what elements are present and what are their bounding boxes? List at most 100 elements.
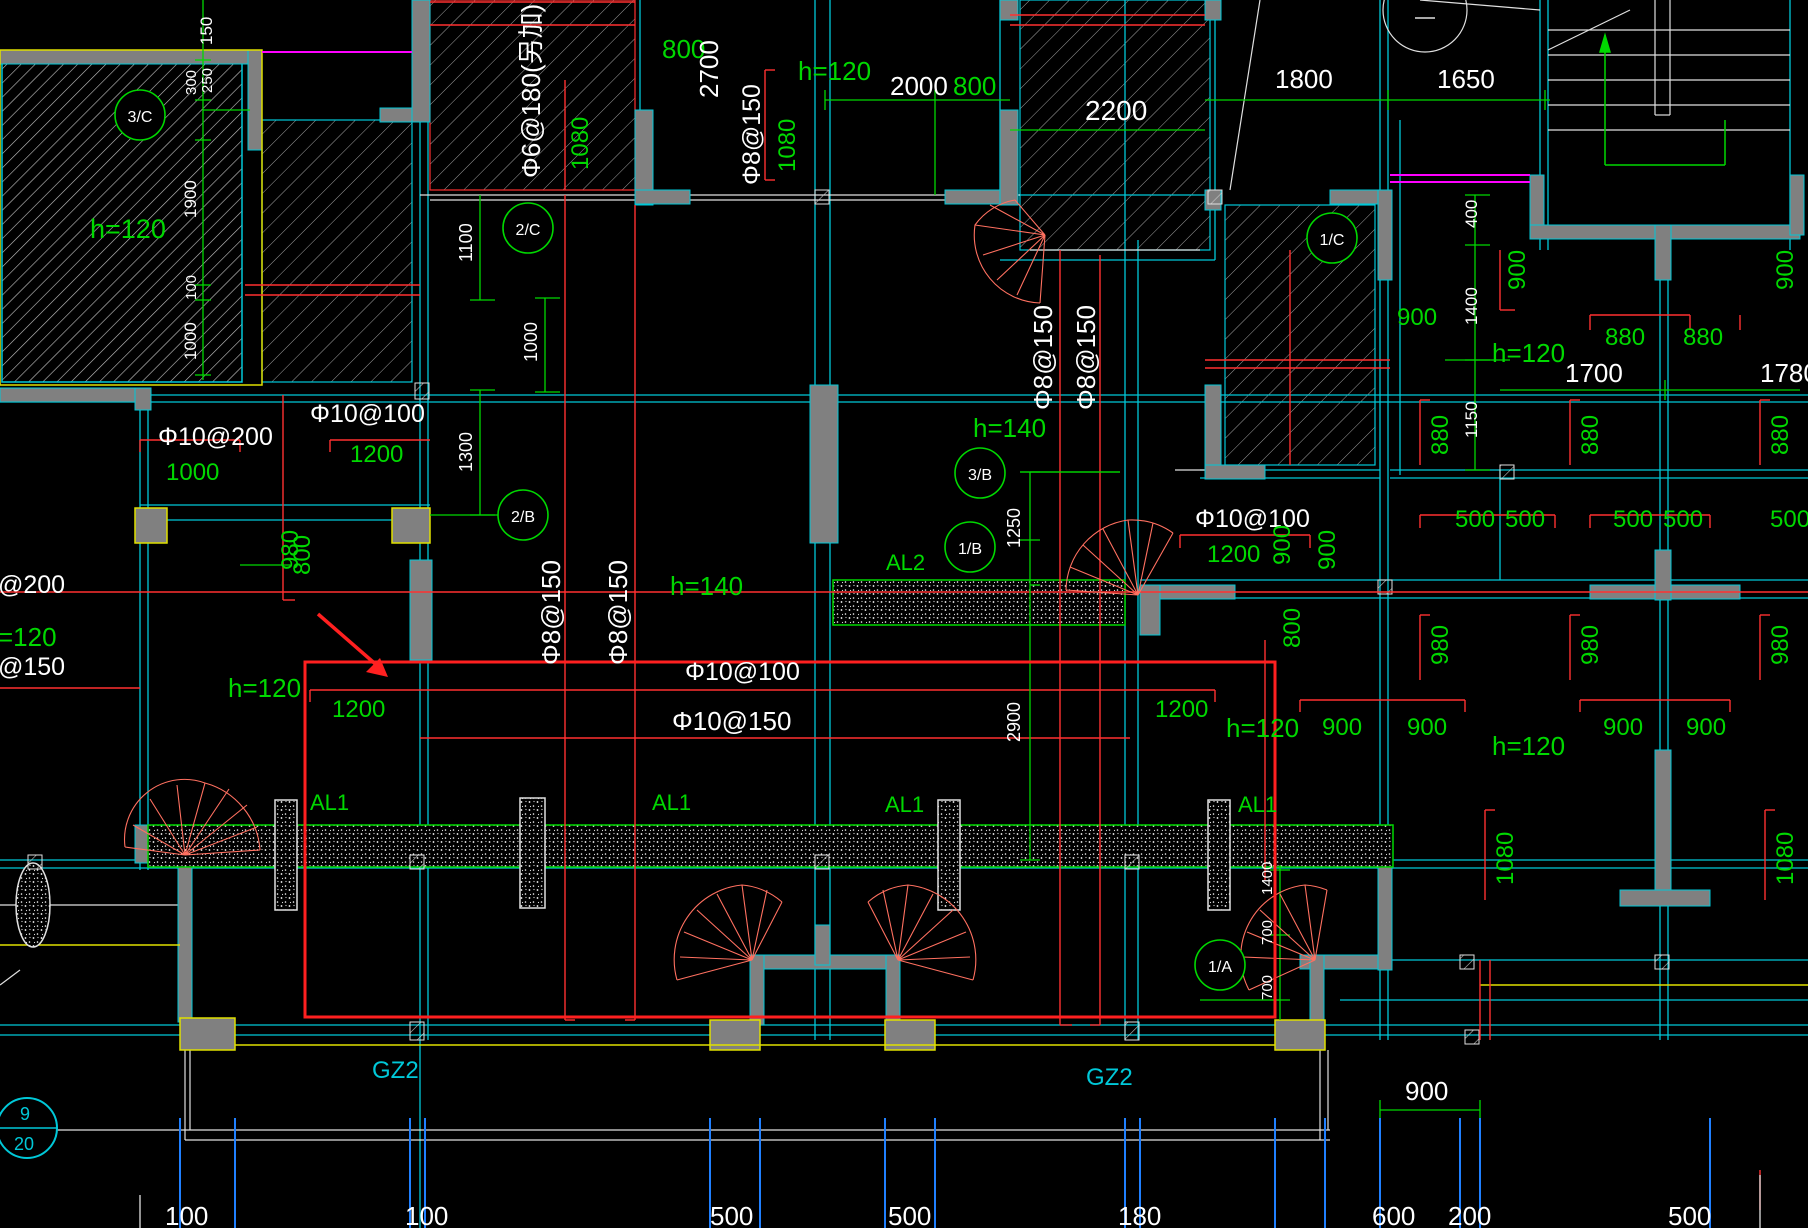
magenta-lines: [262, 51, 1530, 183]
len-900c: 900: [1407, 714, 1447, 741]
rebar-r13: @150: [0, 653, 65, 681]
detail-tag-number: 9: [20, 1104, 30, 1124]
beam-al1-b: AL1: [652, 790, 691, 815]
dim-1900: 1900: [181, 180, 200, 218]
r-980d-v: 980: [277, 530, 304, 570]
r-500b: 500: [1505, 506, 1545, 533]
stair-fans: [123, 199, 1328, 991]
len-900a: 900: [1397, 304, 1437, 331]
dim-400: 400: [1462, 200, 1481, 228]
len-880b: 880: [1683, 324, 1723, 351]
rebar-r2: Φ10@100: [310, 400, 425, 428]
dim-100v: 100: [183, 275, 200, 300]
slab-tag-circles: [114, 89, 1358, 991]
detail-tag-sheet: 20: [14, 1134, 34, 1154]
thickness-left: h=120: [90, 214, 166, 244]
len-1080b: 1080: [567, 117, 594, 170]
thickness-edge: =120: [0, 622, 57, 652]
column-gz2-b: GZ2: [1086, 1064, 1133, 1091]
dim-1300: 1300: [456, 432, 476, 472]
rebar-r8: Φ8@150: [603, 560, 633, 665]
r-500e: 500: [1770, 506, 1808, 533]
r-1080a-v: 1080: [1492, 832, 1519, 885]
yellow-outlines: [0, 49, 1808, 1051]
dim-1400a: 1400: [1462, 287, 1481, 325]
dim-300: 300: [183, 70, 200, 95]
dim-1650: 1650: [1437, 64, 1495, 94]
slab-tag-1c: 1/C: [1320, 232, 1345, 249]
bottom-dim-180: 180: [1118, 1201, 1161, 1228]
rebar-r4: Φ8@150: [738, 84, 766, 185]
bottom-dim-100b: 100: [405, 1201, 448, 1228]
slab-tag-3c: 3/C: [128, 109, 153, 126]
rebar-r3: Φ6@180(另加): [516, 4, 546, 178]
beam-al1-c: AL1: [885, 792, 924, 817]
len-800-green: 800: [289, 535, 316, 575]
dim-1800: 1800: [1275, 64, 1333, 94]
dim-700b: 700: [1259, 975, 1276, 1000]
len-900f-v: 900: [1314, 530, 1341, 570]
thickness-box-left: h=120: [228, 673, 301, 703]
thickness-right2: h=120: [1492, 338, 1565, 368]
r-1080b-v: 1080: [1772, 832, 1799, 885]
dim-2000: 2000: [890, 71, 948, 101]
len-1000a: 1000: [166, 459, 219, 486]
detail-tag-circle: [0, 1097, 58, 1159]
r-500d: 500: [1663, 506, 1703, 533]
bottom-dim-500c: 500: [1668, 1201, 1711, 1228]
slab-tag-2c: 2/C: [516, 222, 541, 239]
dim-2900: 2900: [1004, 702, 1024, 742]
r-880c-v: 880: [1767, 415, 1794, 455]
len-900d: 900: [1603, 714, 1643, 741]
r-980c-v: 980: [1767, 625, 1794, 665]
dim-1000: 1000: [521, 322, 541, 362]
dim-150: 150: [197, 17, 216, 45]
beam-al1-a: AL1: [310, 790, 349, 815]
column-gz2-a: GZ2: [372, 1057, 419, 1084]
r-880b-v: 880: [1577, 415, 1604, 455]
column-marks: [27, 189, 1670, 1045]
r-900a-v: 900: [1504, 250, 1531, 290]
rebar-r6: Φ8@150: [1071, 305, 1101, 410]
len-1700: 1700: [1565, 358, 1623, 388]
dim-2200: 2200: [1085, 95, 1147, 126]
thickness-right3: h=120: [1492, 731, 1565, 761]
thickness-mid: h=140: [670, 571, 743, 601]
dim-1400b: 1400: [1259, 862, 1276, 895]
rebar-r5: Φ8@150: [1028, 305, 1058, 410]
r-980a-v: 980: [1427, 625, 1454, 665]
slab-tag-3b: 3/B: [968, 467, 992, 484]
r-980b-v: 980: [1577, 625, 1604, 665]
rebar-r11: Φ10@150: [672, 706, 791, 736]
labels: 1800 1650 2000 800 2200 800 2700 h=120 h…: [0, 4, 1808, 1228]
dim-700a: 700: [1259, 920, 1276, 945]
rebar-r10: Φ10@100: [685, 658, 800, 686]
rebar-r9: Φ10@100: [1195, 505, 1310, 533]
r-900b-v: 900: [1772, 250, 1799, 290]
dim-1250: 1250: [1004, 508, 1024, 548]
len-880a: 880: [1605, 324, 1645, 351]
slab-tag-2b: 2/B: [511, 509, 535, 526]
len-900b: 900: [1322, 714, 1362, 741]
len-900e: 900: [1686, 714, 1726, 741]
selection-box[interactable]: [303, 612, 1277, 1019]
len-1200d: 1200: [1207, 541, 1260, 568]
rebar-r7: Φ8@150: [536, 560, 566, 665]
bottom-dim-500b: 500: [888, 1201, 931, 1228]
thickness-right: h=140: [973, 413, 1046, 443]
dim-800-top: 800: [953, 71, 996, 101]
beam-al1-d: AL1: [1238, 792, 1277, 817]
dim-1000v: 1000: [181, 322, 200, 360]
beams-dotted: [15, 579, 1394, 948]
stair-arrow: [1382, 0, 1726, 166]
thickness-top: h=120: [798, 56, 871, 86]
r-500c: 500: [1613, 506, 1653, 533]
thickness-box-right: h=120: [1226, 713, 1299, 743]
len-1200c: 1200: [1155, 696, 1208, 723]
dim-1100: 1100: [456, 223, 476, 262]
bottom-ticks: [179, 1118, 1711, 1228]
len-1080c: 1080: [774, 119, 801, 172]
